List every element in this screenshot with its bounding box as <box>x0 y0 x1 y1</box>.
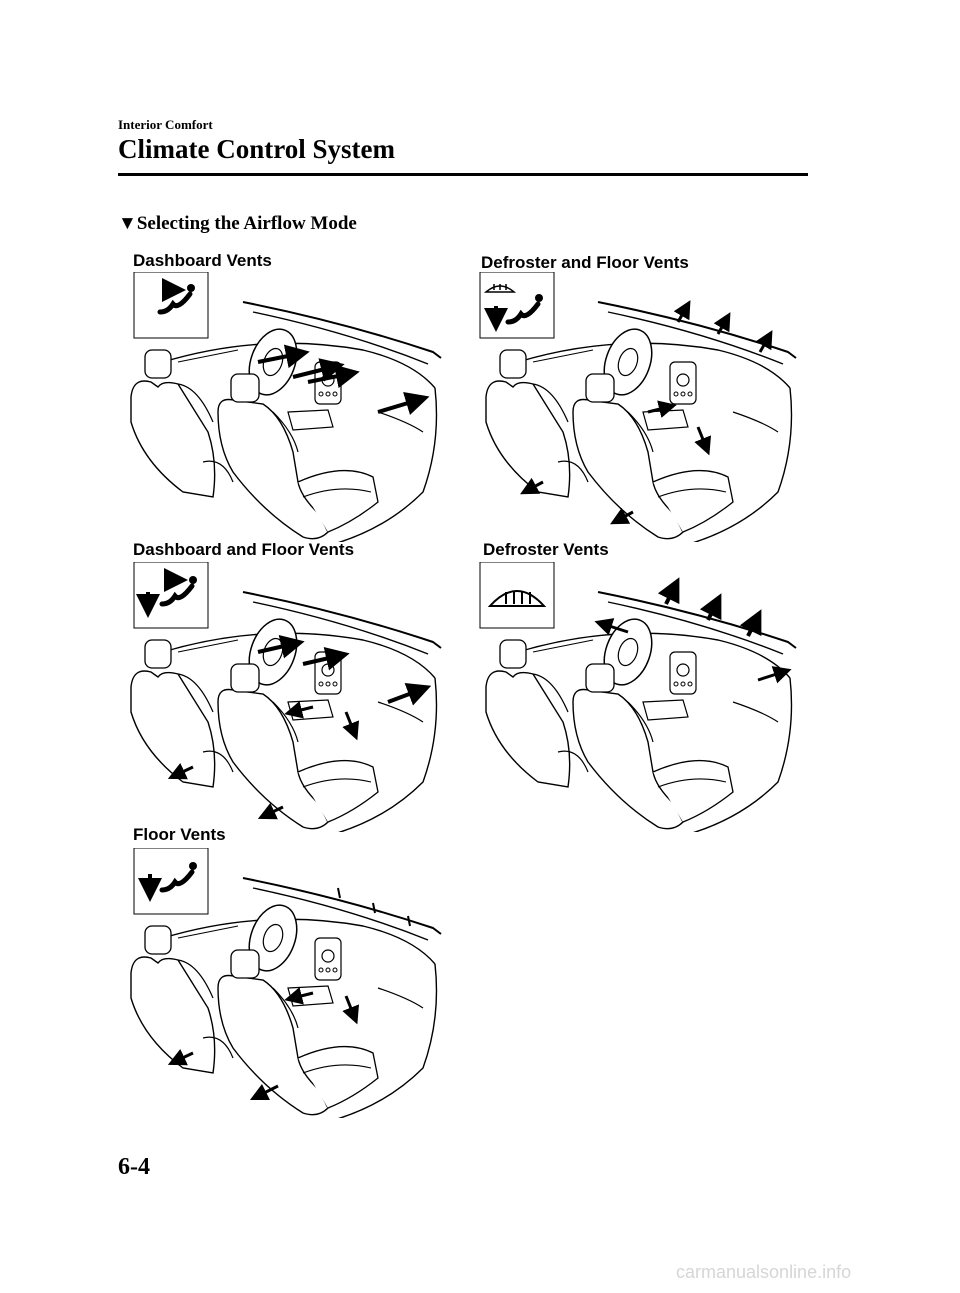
page-number: 6-4 <box>118 1154 150 1180</box>
defroster-floor-vents-icon-glyph <box>483 284 543 332</box>
chapter-title: Climate Control System <box>118 134 395 164</box>
figure-caption-dashboard-vents: Dashboard Vents <box>133 251 272 270</box>
subheading: ▼Selecting the Airflow Mode <box>118 213 357 235</box>
subheading-text: Selecting the Airflow Mode <box>136 213 357 234</box>
floor-vents-icon-glyph <box>138 862 197 902</box>
header-rule <box>118 173 808 176</box>
airflow-arrows <box>167 887 411 1101</box>
airflow-arrows <box>594 577 792 684</box>
defroster-floor-vents-figure <box>479 272 797 542</box>
figure-caption-dashboard-floor-vents: Dashboard and Floor Vents <box>133 540 355 559</box>
airflow-arrows <box>257 344 430 415</box>
section-label: Interior Comfort <box>118 117 213 132</box>
dashboard-floor-vents-icon <box>133 562 209 629</box>
airflow-arrows <box>167 634 432 820</box>
figure-caption-defroster-floor-vents: Defroster and Floor Vents <box>481 253 689 272</box>
dashboard-vents-figure <box>130 272 442 542</box>
watermark: carmanualsonline.info <box>676 1262 852 1282</box>
dashboard-floor-vents-icon-glyph <box>136 568 197 618</box>
figure-caption-floor-vents: Floor Vents <box>133 825 226 844</box>
subheading-marker: ▼ <box>118 213 137 234</box>
airflow-arrows <box>520 300 773 525</box>
defroster-vents-icon-glyph <box>487 590 547 607</box>
defroster-floor-vents-icon <box>479 272 555 339</box>
floor-vents-icon <box>133 848 209 915</box>
dashboard-vents-icon-glyph <box>157 278 195 315</box>
defroster-vents-icon <box>479 562 555 629</box>
defroster-vents-figure <box>479 562 797 832</box>
floor-vents-figure <box>130 848 442 1118</box>
figure-caption-defroster-vents: Defroster Vents <box>483 540 609 559</box>
dashboard-floor-vents-figure <box>130 562 442 832</box>
